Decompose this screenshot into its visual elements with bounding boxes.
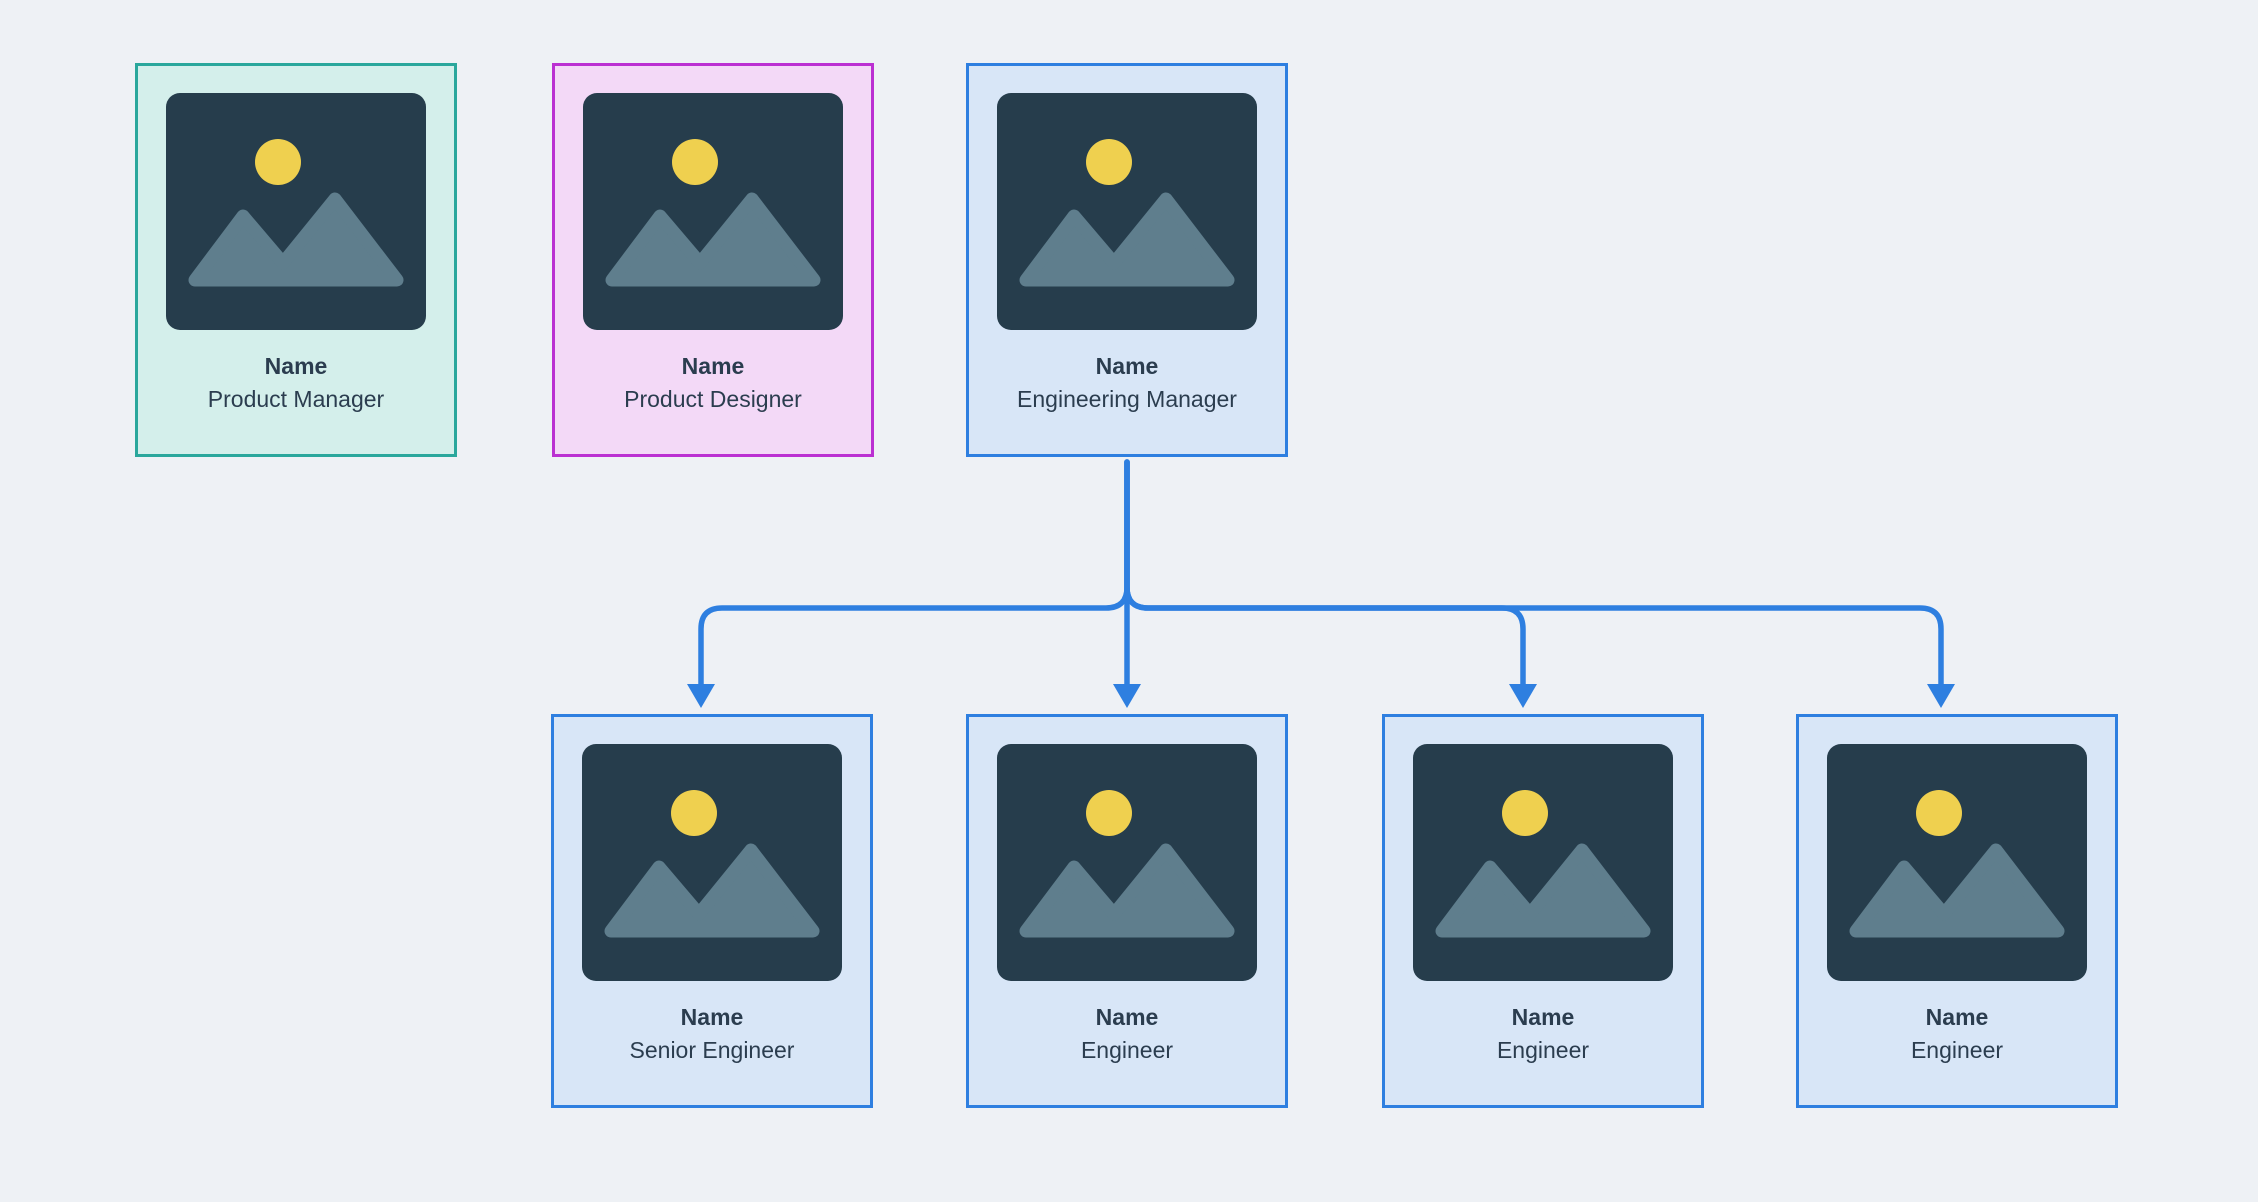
node-role: Engineer [1496, 1037, 1590, 1063]
node-name: Name [1925, 1004, 1989, 1030]
image-placeholder-icon [582, 744, 842, 981]
org-card-product-manager[interactable]: Name Product Manager [135, 63, 457, 457]
node-name: Name [1095, 1004, 1159, 1030]
org-card-senior-engineer[interactable]: Name Senior Engineer [551, 714, 873, 1108]
image-placeholder-icon [997, 93, 1257, 330]
image-placeholder-icon [166, 93, 426, 330]
arrowhead-icon [687, 684, 715, 708]
org-card-engineer-2[interactable]: Name Engineer [1382, 714, 1704, 1108]
node-role: Engineering Manager [1017, 386, 1237, 412]
node-role: Engineer [1080, 1037, 1174, 1063]
org-card-product-designer[interactable]: Name Product Designer [552, 63, 874, 457]
arrowhead-icon [1927, 684, 1955, 708]
connector-edge-left [698, 459, 1130, 687]
image-placeholder-icon [997, 744, 1257, 981]
node-name: Name [1511, 1004, 1575, 1030]
connector-edge-right2 [1124, 459, 1944, 687]
arrowhead-icon [1509, 684, 1537, 708]
node-name: Name [1095, 353, 1159, 379]
node-role: Senior Engineer [629, 1037, 795, 1063]
image-placeholder-icon [1413, 744, 1673, 981]
node-name: Name [680, 1004, 744, 1030]
org-card-engineer-3[interactable]: Name Engineer [1796, 714, 2118, 1108]
org-card-engineering-manager[interactable]: Name Engineering Manager [966, 63, 1288, 457]
node-name: Name [264, 353, 328, 379]
connector-edge-right1 [1124, 459, 1526, 687]
node-role: Engineer [1910, 1037, 2004, 1063]
node-role: Product Manager [207, 386, 385, 412]
node-name: Name [681, 353, 745, 379]
image-placeholder-icon [583, 93, 843, 330]
image-placeholder-icon [1827, 744, 2087, 981]
org-card-engineer-1[interactable]: Name Engineer [966, 714, 1288, 1108]
node-role: Product Designer [624, 386, 802, 412]
arrowhead-icon [1113, 684, 1141, 708]
